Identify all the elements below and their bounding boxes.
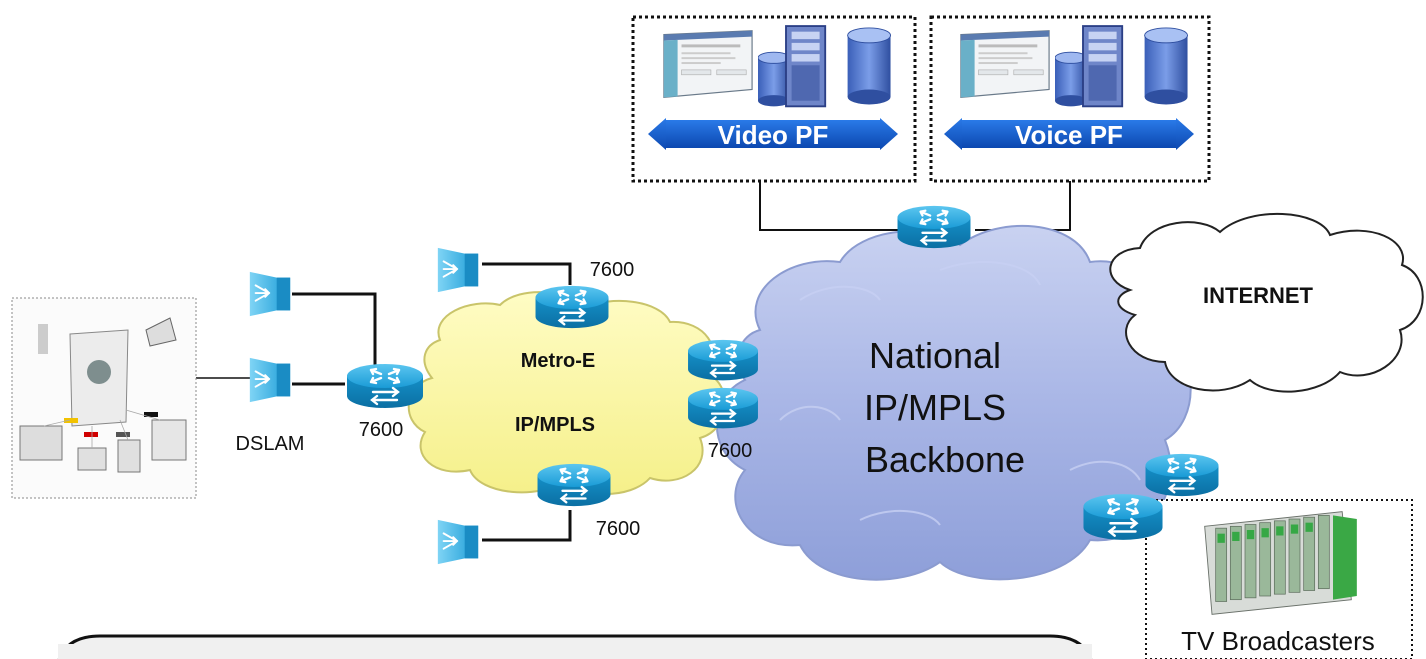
video-platform: Video PF <box>631 15 917 183</box>
router-left-icon <box>345 362 425 410</box>
voice-platform: Voice PF <box>929 15 1211 183</box>
phone-icon <box>38 324 48 354</box>
customer-premises <box>11 297 197 499</box>
registration-window-icon <box>960 30 1050 98</box>
tv-rack-icon <box>1204 511 1358 615</box>
gateway-logo-icon <box>87 360 111 384</box>
router-top-label: 7600 <box>590 259 635 281</box>
national-label-line2: IP/MPLS <box>864 387 1006 428</box>
connection-lines <box>292 262 572 542</box>
tv-screen-icon <box>19 425 63 461</box>
router-tv2-icon <box>1082 492 1164 542</box>
router-left-label: 7600 <box>359 419 404 441</box>
internet-cloud: INTERNET <box>1109 213 1424 393</box>
dslam-icon <box>436 518 480 566</box>
national-backbone-cloud: National IP/MPLS Backbone <box>715 224 1192 581</box>
router-pe2-icon <box>686 386 760 430</box>
tv-broadcasters: TV Broadcasters <box>1145 499 1413 659</box>
video-pf-label: Video PF <box>718 120 829 150</box>
phone-base-icon <box>117 439 141 473</box>
router-bottom-label: 7600 <box>596 518 641 540</box>
router-bottom-icon <box>536 462 612 508</box>
metro-label-line2: IP/MPLS <box>515 414 595 436</box>
internet-label: INTERNET <box>1203 283 1314 308</box>
national-label-line1: National <box>869 335 1001 376</box>
router-pe1-icon <box>686 338 760 382</box>
router-top-icon <box>534 284 610 330</box>
tv-broadcasters-label: TV Broadcasters <box>1181 626 1375 656</box>
router-tv1-icon <box>1144 452 1220 498</box>
national-label-line3: Backbone <box>865 439 1025 480</box>
pc-icon <box>151 419 187 461</box>
dslam-icon <box>248 270 292 318</box>
laptop-icon <box>145 317 177 347</box>
stb-icon <box>77 447 107 471</box>
dslam-label: DSLAM <box>236 433 305 455</box>
registration-window-icon <box>663 30 753 98</box>
router-core-top-icon <box>896 204 972 250</box>
dslam-icon <box>436 246 480 294</box>
metro-label-line1: Metro-E <box>521 350 595 372</box>
router-right-label: 7600 <box>708 440 753 462</box>
voice-pf-label: Voice PF <box>1015 120 1123 150</box>
dslam-icon <box>248 356 292 404</box>
